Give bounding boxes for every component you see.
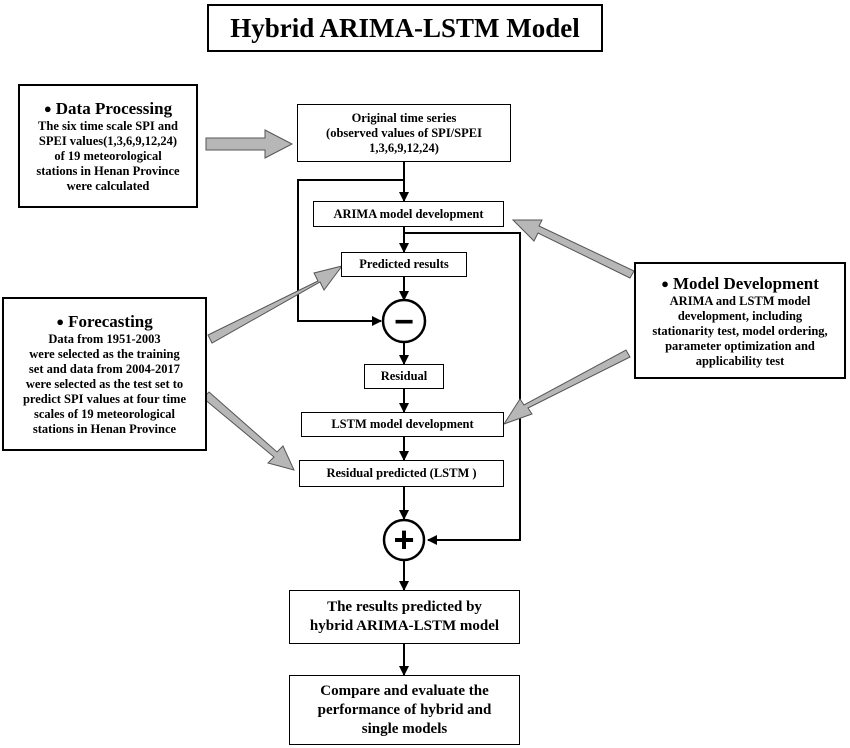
- residual-label: Residual: [380, 369, 428, 383]
- data-processing-line: The six time scale SPI and: [38, 119, 178, 133]
- data-processing-line: SPEI values(1,3,6,9,12,24): [38, 134, 178, 148]
- compare-evaluate-line: performance of hybrid and: [317, 701, 492, 718]
- hybrid-results-line: hybrid ARIMA-LSTM model: [309, 618, 500, 634]
- forecasting-box: ●Forecasting Data from 1951-2003 were se…: [2, 297, 207, 451]
- forecasting-line: scales of 19 meteorological: [33, 407, 176, 421]
- arrow-loop-original-to-minus: [297, 179, 404, 326]
- model-development-line: parameter optimization and: [665, 338, 815, 353]
- add-symbol: +: [393, 519, 414, 560]
- data-processing-line: stations in Henan Province: [36, 164, 180, 178]
- arima-development-box: ARIMA model development: [313, 201, 504, 227]
- grey-arrow-modeldev-to-lstm: [502, 349, 631, 425]
- hybrid-results-line: The results predicted by: [327, 599, 482, 615]
- predicted-results-label: Predicted results: [359, 257, 449, 271]
- subtract-node: [381, 298, 427, 344]
- forecasting-line: were selected as the test set to: [25, 377, 184, 391]
- arima-development-label: ARIMA model development: [333, 206, 484, 221]
- add-node: [382, 518, 426, 562]
- grey-arrow-forecasting-to-residual-predicted: [202, 391, 295, 471]
- model-development-line: applicability test: [695, 353, 785, 368]
- model-development-line: stationarity test, model ordering,: [652, 323, 828, 338]
- forecasting-line: predict SPI values at four time: [22, 392, 187, 406]
- compare-evaluate-line: Compare and evaluate the: [320, 682, 489, 699]
- grey-arrow-forecasting-to-predicted: [207, 265, 344, 344]
- residual-predicted-label: Residual predicted (LSTM ): [326, 466, 477, 480]
- bullet-icon: ●: [661, 275, 669, 291]
- original-time-series-line: (observed values of SPI/SPEI: [326, 125, 482, 140]
- data-processing-heading: ●Data Processing: [43, 99, 173, 118]
- bullet-icon: ●: [43, 101, 52, 116]
- forecasting-line: Data from 1951-2003: [48, 332, 161, 346]
- grey-arrow-modeldev-to-arima: [511, 219, 635, 279]
- data-processing-line: were calculated: [66, 179, 150, 193]
- model-development-line: development, including: [677, 308, 803, 323]
- subtract-symbol: −: [394, 303, 414, 341]
- predicted-results-box: Predicted results: [341, 252, 467, 277]
- compare-evaluate-box: Compare and evaluate the performance of …: [289, 675, 520, 745]
- compare-evaluate-line: single models: [361, 720, 448, 737]
- original-time-series-box: Original time series (observed values of…: [297, 104, 511, 162]
- residual-box: Residual: [364, 364, 444, 389]
- bullet-icon: ●: [56, 314, 65, 329]
- residual-predicted-box: Residual predicted (LSTM ): [299, 460, 504, 487]
- lstm-development-box: LSTM model development: [301, 412, 504, 437]
- original-time-series-line: 1,3,6,9,12,24): [369, 140, 439, 155]
- arrow-loop-arima-to-plus: [404, 232, 521, 545]
- model-development-heading: ●Model Development: [661, 273, 819, 293]
- data-processing-line: of 19 meteorological: [54, 149, 162, 163]
- model-development-box: ●Model Development ARIMA and LSTM model …: [634, 262, 846, 379]
- data-processing-box: ●Data Processing The six time scale SPI …: [18, 84, 198, 208]
- forecasting-heading: ●Forecasting: [56, 312, 153, 331]
- hybrid-results-box: The results predicted by hybrid ARIMA-LS…: [289, 590, 520, 644]
- forecasting-line: were selected as the training: [29, 347, 180, 361]
- forecasting-line: set and data from 2004-2017: [28, 362, 181, 376]
- grey-arrow-data-to-original: [205, 129, 294, 159]
- forecasting-line: stations in Henan Province: [32, 422, 177, 436]
- original-time-series-line: Original time series: [351, 110, 457, 125]
- diagram-title-text: Hybrid ARIMA-LSTM Model: [230, 12, 580, 43]
- lstm-development-label: LSTM model development: [331, 417, 474, 431]
- diagram-title: Hybrid ARIMA-LSTM Model: [207, 4, 603, 52]
- model-development-line: ARIMA and LSTM model: [669, 293, 811, 308]
